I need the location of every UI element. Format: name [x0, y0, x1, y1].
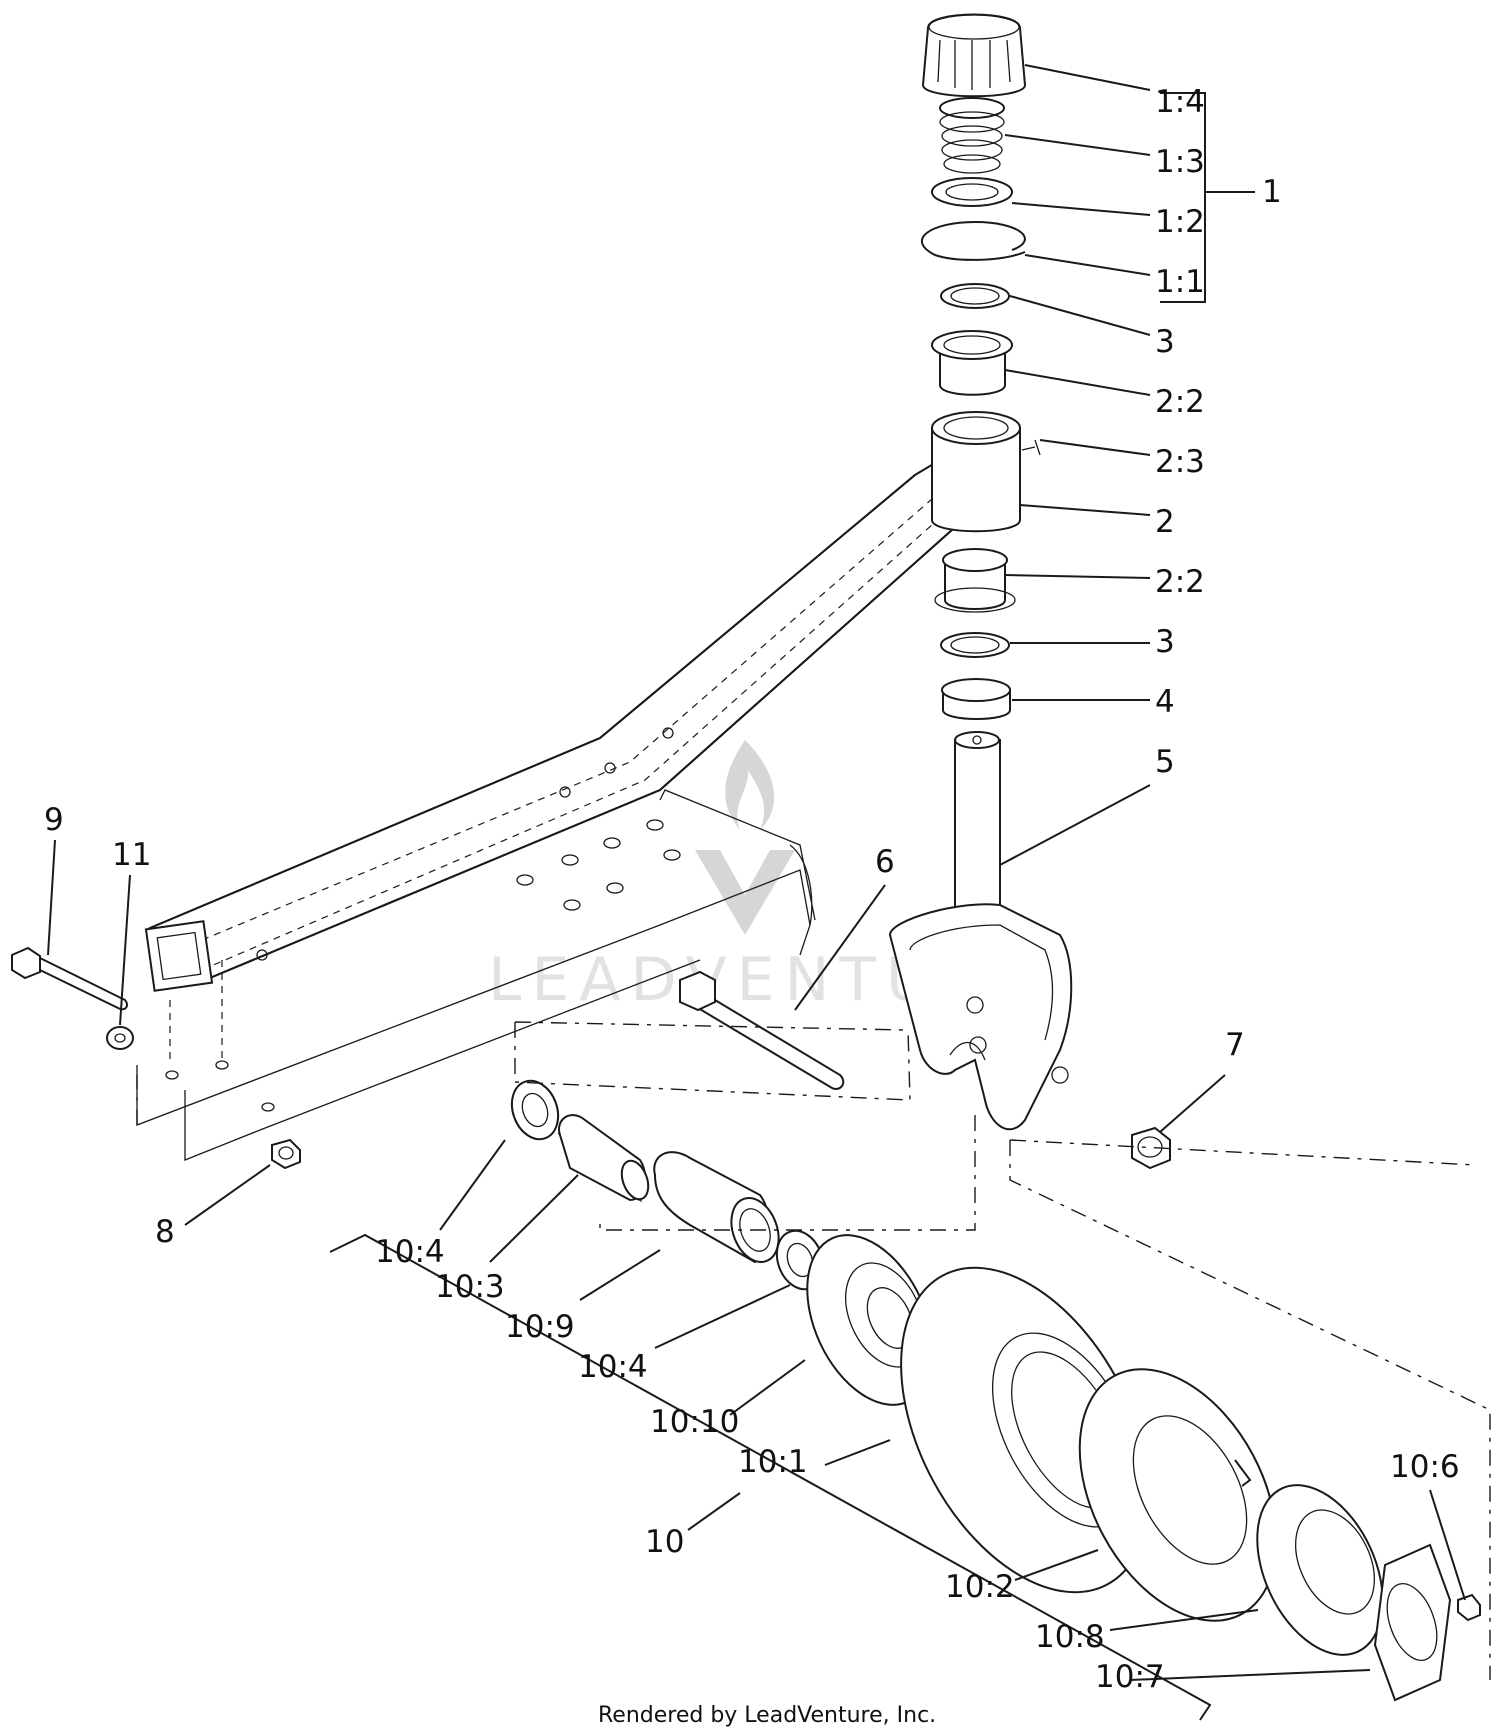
snap-ring [921, 220, 1026, 261]
callout-10: 10 [645, 1524, 684, 1560]
callout-4: 4 [1155, 684, 1175, 720]
frame-arm [144, 428, 1012, 992]
axle-bolt-6 [679, 970, 845, 1090]
callout-1-4: 1:4 [1155, 84, 1205, 120]
callout-10-9: 10:9 [505, 1309, 575, 1345]
callout-10-3: 10:3 [435, 1269, 505, 1305]
callout-11: 11 [112, 837, 151, 873]
callout-6: 6 [875, 844, 895, 880]
callout-1: 1 [1262, 174, 1282, 210]
nut-8 [271, 1138, 301, 1170]
callout-10-7: 10:7 [1095, 1659, 1165, 1695]
callout-2: 2 [1155, 504, 1175, 540]
callout-labels: 1:4 1:3 1:2 1:1 1 3 2:2 2:3 2 2:2 3 4 5 … [44, 84, 1460, 1695]
callout-10-1: 10:1 [738, 1444, 808, 1480]
callout-9: 9 [44, 802, 64, 838]
callout-2-2-lower: 2:2 [1155, 564, 1205, 600]
caster-fork [888, 731, 1073, 1131]
callout-7: 7 [1225, 1027, 1245, 1063]
lock-nut-7 [1131, 1126, 1171, 1170]
callout-10-10: 10:10 [650, 1404, 739, 1440]
inner-tube-10-2 [1078, 1368, 1278, 1622]
callout-2-3: 2:3 [1155, 444, 1205, 480]
hub-10-9 [653, 1151, 780, 1264]
callout-3-lower: 3 [1155, 624, 1175, 660]
leader-lines [47, 64, 1466, 1681]
bracket-item-1 [1160, 92, 1255, 303]
callout-1-2: 1:2 [1155, 204, 1205, 240]
callout-1-3: 1:3 [1155, 144, 1205, 180]
assembly-lines [136, 1021, 1491, 1680]
washer-3-upper [940, 283, 1010, 309]
bearing-10-4-left [510, 1079, 560, 1141]
callout-10-2: 10:2 [945, 1569, 1015, 1605]
nut-10-6 [1457, 1593, 1481, 1622]
callout-2-2-upper: 2:2 [1155, 384, 1205, 420]
rim-half-10-8 [1256, 1484, 1384, 1656]
plate-10-7 [1373, 1543, 1452, 1702]
spring [939, 97, 1005, 174]
callout-10-4-right: 10:4 [578, 1349, 648, 1385]
bolt-9 [11, 946, 128, 1011]
washer-1-2 [931, 177, 1013, 207]
bracket-item-10 [329, 1233, 1212, 1721]
callout-10-6: 10:6 [1390, 1449, 1460, 1485]
caster-yoke-housing [931, 411, 1041, 533]
bushing-lower [934, 548, 1016, 613]
render-credit: Rendered by LeadVenture, Inc. [598, 1703, 936, 1728]
callout-8: 8 [155, 1214, 175, 1250]
callout-3-upper: 3 [1155, 324, 1175, 360]
washer-11 [106, 1026, 134, 1050]
washer-3-lower [940, 632, 1010, 658]
callout-10-8: 10:8 [1035, 1619, 1105, 1655]
callout-10-4-left: 10:4 [375, 1234, 445, 1270]
dust-cap [921, 13, 1027, 98]
spacer-4 [941, 678, 1011, 720]
bushing-upper [931, 330, 1013, 396]
callout-5: 5 [1155, 744, 1175, 780]
spacer-tube-10-3 [557, 1114, 650, 1203]
callout-1-1: 1:1 [1155, 264, 1205, 300]
